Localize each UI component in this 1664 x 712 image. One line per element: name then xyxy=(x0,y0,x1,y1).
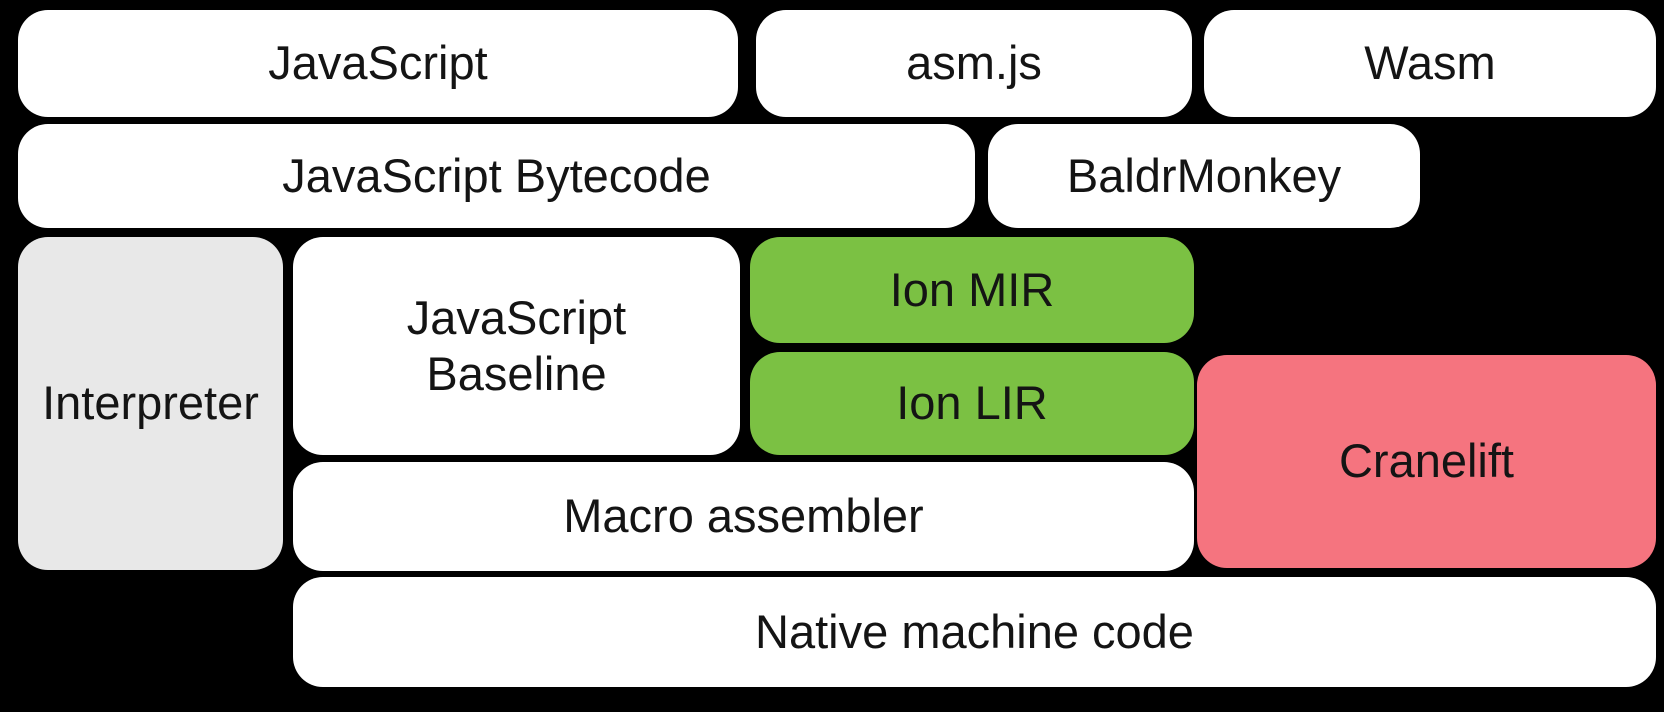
node-ion-lir-label: Ion LIR xyxy=(896,376,1048,430)
node-javascript-bytecode: JavaScript Bytecode xyxy=(18,124,975,228)
node-wasm-label: Wasm xyxy=(1364,36,1496,90)
node-macro-assembler: Macro assembler xyxy=(293,462,1194,571)
node-ion-mir-label: Ion MIR xyxy=(889,262,1055,316)
node-javascript-baseline-label: JavaScript Baseline xyxy=(406,290,627,400)
node-cranelift: Cranelift xyxy=(1197,355,1656,568)
node-cranelift-label: Cranelift xyxy=(1338,434,1514,488)
node-javascript-baseline: JavaScript Baseline xyxy=(293,237,740,455)
node-interpreter-label: Interpreter xyxy=(42,376,259,430)
node-interpreter: Interpreter xyxy=(18,237,283,570)
node-native-machine-code-label: Native machine code xyxy=(755,604,1194,658)
node-baldrmonkey: BaldrMonkey xyxy=(988,124,1420,228)
node-baldrmonkey-label: BaldrMonkey xyxy=(1066,148,1342,202)
node-ion-lir: Ion LIR xyxy=(750,352,1194,455)
node-native-machine-code: Native machine code xyxy=(293,577,1656,687)
node-javascript-bytecode-label: JavaScript Bytecode xyxy=(282,148,711,202)
node-asmjs-label: asm.js xyxy=(906,36,1042,90)
node-ion-mir: Ion MIR xyxy=(750,237,1194,343)
node-wasm: Wasm xyxy=(1204,10,1656,117)
node-asmjs: asm.js xyxy=(756,10,1192,117)
node-javascript: JavaScript xyxy=(18,10,738,117)
node-macro-assembler-label: Macro assembler xyxy=(563,489,924,543)
node-javascript-label: JavaScript xyxy=(268,36,488,90)
